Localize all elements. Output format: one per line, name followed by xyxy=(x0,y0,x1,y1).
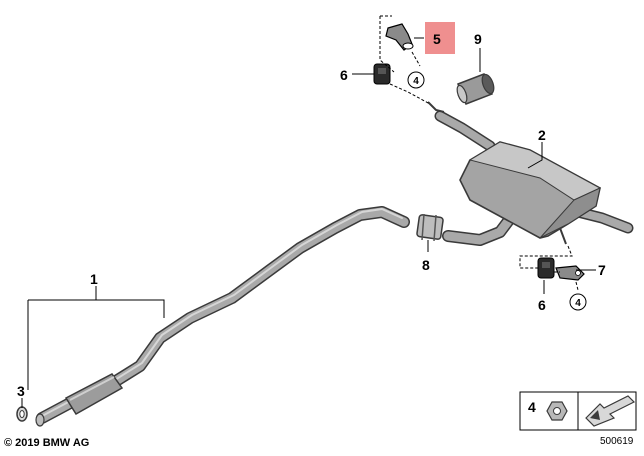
hanger-rod-top xyxy=(427,101,445,113)
bracket-part-5 xyxy=(385,23,414,51)
rear-muffler-assembly xyxy=(434,110,634,246)
circled-ref-bottom: 4 xyxy=(569,293,587,311)
callout-5-highlight-box xyxy=(425,22,455,54)
legend-ref-label: 4 xyxy=(528,399,536,415)
gasket-part xyxy=(16,406,28,422)
callout-1: 1 xyxy=(90,271,98,287)
rubber-mount-top xyxy=(373,63,391,85)
front-pipe-assembly xyxy=(35,206,410,427)
assembly-dash-lines xyxy=(379,15,579,291)
diagram-number: 500619 xyxy=(600,436,634,447)
callout-5: 5 xyxy=(433,31,441,47)
tailpipe-tip-part xyxy=(456,73,495,105)
clamp-part xyxy=(416,213,444,242)
callout-6-top: 6 xyxy=(340,67,348,83)
arrow-icon xyxy=(585,395,636,427)
callout-8: 8 xyxy=(422,257,430,273)
callout-5-highlighted: 5 xyxy=(425,22,455,54)
leader-lines xyxy=(21,37,596,408)
rubber-mount-bottom xyxy=(537,257,555,279)
bracket-part-7 xyxy=(555,265,585,281)
callout-7: 7 xyxy=(598,262,606,278)
circled-ref-top: 4 xyxy=(407,71,425,89)
circled-ref-bottom-label: 4 xyxy=(575,298,581,309)
circled-ref-top-label: 4 xyxy=(413,76,419,87)
callout-3: 3 xyxy=(17,383,25,399)
callout-9: 9 xyxy=(474,31,482,47)
copyright-text: © 2019 BMW AG xyxy=(4,437,89,449)
callout-2: 2 xyxy=(538,127,546,143)
callout-labels: 1 2 3 6 6 7 8 9 xyxy=(17,31,606,399)
nut-icon xyxy=(546,401,568,421)
legend-box: 4 xyxy=(519,391,637,431)
callout-6-bottom: 6 xyxy=(538,297,546,313)
